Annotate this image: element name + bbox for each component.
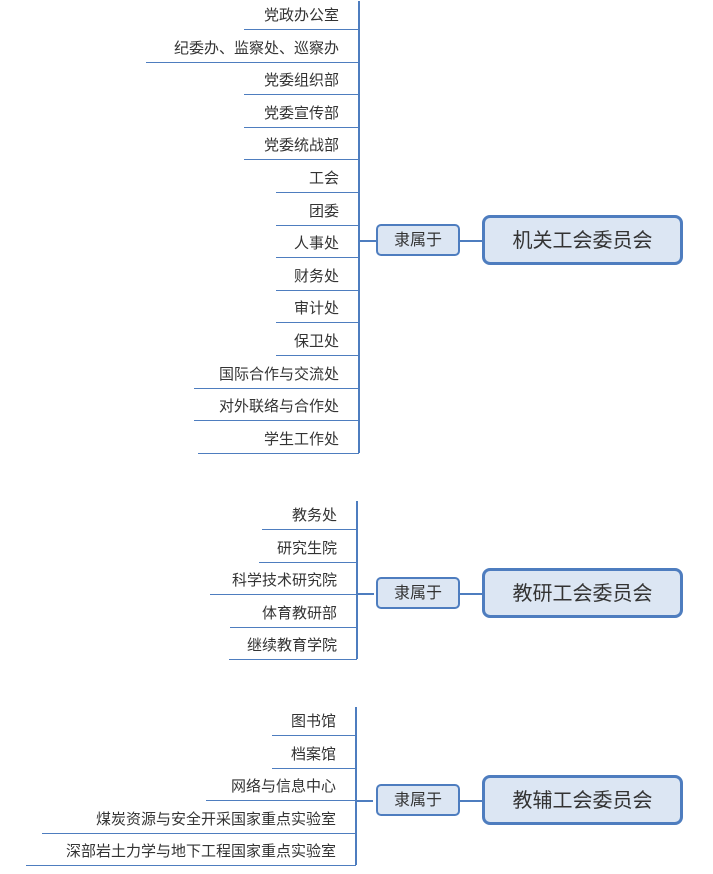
unit-node: 学生工作处 [198,426,359,454]
unit-label: 体育教研部 [261,603,337,622]
unit-label: 煤炭资源与安全开采国家重点实验室 [95,809,336,828]
unit-label: 继续教育学院 [246,636,337,654]
unit-node: 教务处 [262,502,357,530]
unit-label: 党政办公室 [263,6,339,24]
unit-label: 学生工作处 [263,429,339,448]
unit-node: 档案馆 [272,741,356,769]
connector-line [460,800,482,802]
unit-label: 党委宣传部 [263,103,339,122]
unit-node: 党委统战部 [244,132,359,161]
unit-label: 纪委办、监察处、巡察办 [173,38,339,57]
bracket-line [356,501,358,659]
unit-node: 体育教研部 [230,600,357,628]
unit-label: 人事处 [293,234,339,253]
connector-line [359,240,376,242]
bracket-line [355,707,357,865]
unit-label: 对外联络与合作处 [218,397,339,416]
committee-box: 教研工会委员会 [482,568,683,618]
unit-label: 档案馆 [290,744,336,763]
unit-node: 审计处 [276,295,359,324]
unit-node: 网络与信息中心 [206,773,356,801]
unit-label: 党委组织部 [263,71,339,90]
connector-line [460,593,482,595]
unit-node: 人事处 [276,230,359,259]
unit-node: 党政办公室 [244,2,359,30]
connector-line [460,240,482,242]
unit-label: 党委统战部 [263,136,339,155]
connector-line [357,593,374,595]
unit-node: 党委组织部 [244,67,359,96]
unit-label: 教务处 [291,506,337,524]
relation-box: 隶属于 [376,784,460,816]
committee-box: 机关工会委员会 [482,215,683,265]
committee-box: 教辅工会委员会 [482,775,683,825]
unit-label: 国际合作与交流处 [218,364,339,383]
unit-node: 继续教育学院 [229,632,357,660]
unit-label: 深部岩土力学与地下工程国家重点实验室 [65,842,336,860]
unit-node: 研究生院 [259,535,357,563]
unit-node: 党委宣传部 [244,100,359,128]
unit-label: 科学技术研究院 [231,571,337,589]
unit-node: 科学技术研究院 [210,567,357,595]
unit-node: 煤炭资源与安全开采国家重点实验室 [42,806,356,834]
unit-label: 团委 [308,201,339,220]
unit-node: 团委 [276,198,359,226]
relation-box: 隶属于 [376,224,460,256]
unit-node: 保卫处 [276,328,359,356]
unit-node: 财务处 [276,263,359,291]
unit-node: 纪委办、监察处、巡察办 [146,35,359,63]
unit-label: 审计处 [293,299,339,318]
bracket-line [358,1,360,453]
connector-line [356,800,373,802]
unit-label: 网络与信息中心 [230,777,336,795]
unit-label: 财务处 [293,266,339,285]
unit-label: 研究生院 [276,538,337,557]
unit-label: 图书馆 [290,712,336,730]
unit-label: 保卫处 [293,332,339,350]
unit-node: 工会 [276,165,359,193]
unit-node: 国际合作与交流处 [194,361,359,389]
unit-label: 工会 [308,169,339,187]
relation-box: 隶属于 [376,577,460,609]
unit-node: 深部岩土力学与地下工程国家重点实验室 [26,838,356,866]
unit-node: 图书馆 [272,708,356,736]
unit-node: 对外联络与合作处 [194,393,359,422]
